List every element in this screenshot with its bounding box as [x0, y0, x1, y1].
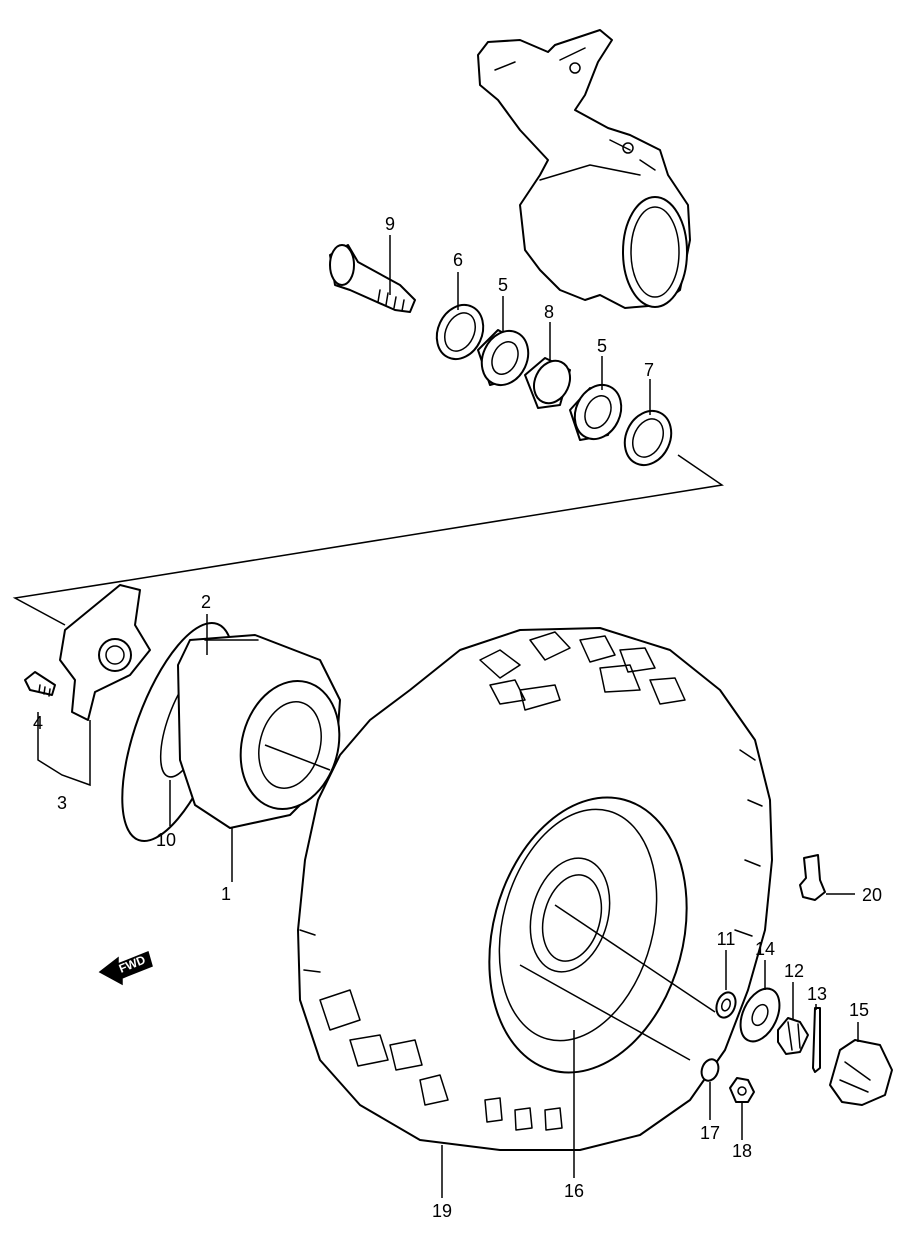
- seal-6: [435, 303, 485, 361]
- callout-8: 8: [544, 302, 554, 322]
- callout-10: 10: [156, 830, 176, 850]
- wheel-rim-16: [488, 796, 688, 1074]
- callout-9: 9: [385, 214, 395, 234]
- callout-11: 11: [717, 929, 736, 949]
- spacer-8: [524, 357, 571, 409]
- hub-1: [177, 634, 341, 829]
- callout-7: 7: [644, 360, 654, 380]
- cap-15: [829, 1039, 893, 1106]
- callout-16: 16: [564, 1181, 584, 1201]
- castle-nut-12: [777, 1017, 809, 1055]
- hub-plate-3: [59, 584, 151, 721]
- callout-13: 13: [807, 984, 827, 1004]
- washer-11: [715, 991, 737, 1019]
- bolt-9: [329, 244, 416, 313]
- callout-3: 3: [57, 793, 67, 813]
- cotter-pin-13: [812, 1007, 821, 1073]
- callout-2: 2: [201, 592, 211, 612]
- callout-5b: 5: [597, 336, 607, 356]
- bearing-5-lower: [569, 383, 623, 441]
- callout-6: 6: [453, 250, 463, 270]
- callout-5a: 5: [498, 275, 508, 295]
- valve-20: [799, 854, 826, 901]
- nut-18: [729, 1077, 755, 1103]
- callout-18: 18: [732, 1141, 752, 1161]
- callout-1: 1: [221, 884, 231, 904]
- callout-4: 4: [33, 713, 43, 733]
- callouts: 1 2 3 4 5 5 6 7 8 9 10 11 12 13 14 15 16…: [33, 214, 882, 1221]
- assembly-guide-lines: [12, 454, 724, 626]
- leader-lines: [37, 235, 859, 1198]
- callout-17: 17: [700, 1123, 720, 1143]
- callout-14: 14: [755, 939, 775, 959]
- axle-lines: [264, 744, 716, 1061]
- callout-15: 15: [849, 1000, 869, 1020]
- washer-14: [739, 987, 781, 1043]
- callout-19: 19: [432, 1201, 452, 1221]
- fwd-arrow-icon: FWD: [98, 950, 153, 986]
- bearing-5-upper: [477, 329, 530, 387]
- callout-20: 20: [862, 885, 882, 905]
- callout-12: 12: [784, 961, 804, 981]
- steering-knuckle: [477, 29, 691, 309]
- washer-17: [700, 1058, 720, 1082]
- seal-7: [623, 409, 673, 467]
- bolt-4: [24, 671, 56, 697]
